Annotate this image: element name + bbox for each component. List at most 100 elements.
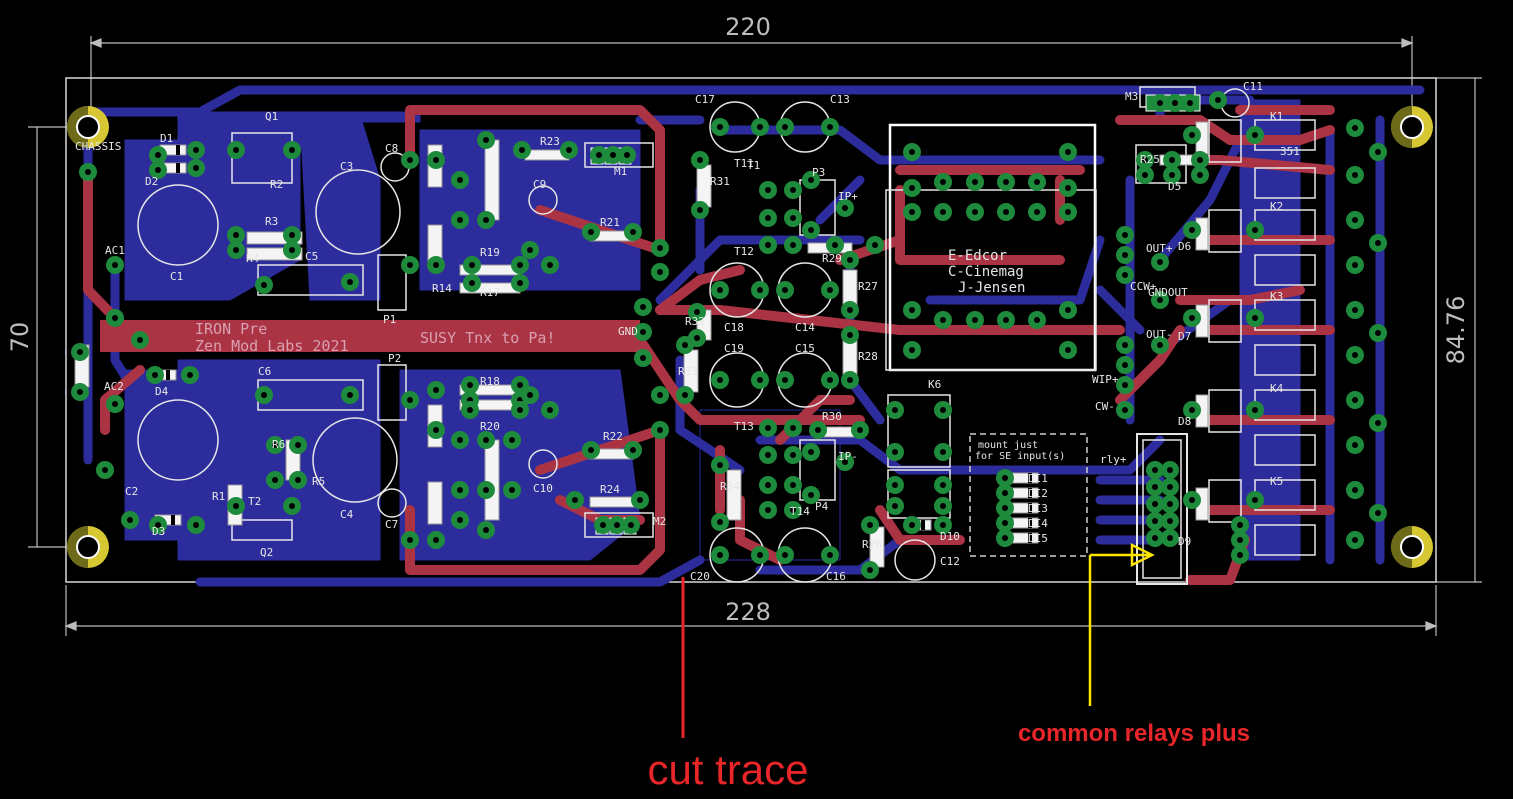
label-d3: D3 (152, 525, 165, 538)
label-c16: C16 (826, 570, 846, 583)
label-gndout: GNDOUT (1148, 286, 1188, 299)
label-t2: T2 (248, 495, 261, 508)
label-wip: WIP+ (1092, 373, 1119, 386)
label-p3: P3 (812, 166, 825, 179)
label-t11: T11 (734, 157, 754, 170)
label-q2: Q2 (260, 546, 273, 559)
label-r1: R1 (212, 490, 225, 503)
label-d6: D6 (1178, 240, 1191, 253)
label-r2: R2 (270, 178, 283, 191)
label-r28: R28 (858, 350, 878, 363)
label-c2: C2 (125, 485, 138, 498)
label-r34: R34 (720, 480, 740, 493)
label-ip: IP+ (838, 190, 858, 203)
label-di1: DI1 (1028, 472, 1048, 485)
label-t14: T14 (790, 505, 810, 518)
common-relays-plus-annotation: common relays plus (1018, 720, 1250, 747)
label-ac2: AC2 (104, 380, 124, 393)
label-c18: C18 (724, 321, 744, 334)
label-c20: C20 (690, 570, 710, 583)
label-r27: R27 (858, 280, 878, 293)
label-di3: DI3 (1028, 502, 1048, 515)
label-p4: P4 (815, 500, 829, 513)
label-r29: R29 (822, 252, 842, 265)
label-r24: R24 (600, 483, 620, 496)
label-r32: R32 (685, 315, 705, 328)
label-di5: DI5 (1028, 532, 1048, 545)
label-c11: C11 (1243, 80, 1263, 93)
label-c10: C10 (533, 482, 553, 495)
label-c19: C19 (724, 342, 744, 355)
label-m3: M3 (1125, 90, 1138, 103)
label-cw: CW- (1095, 400, 1115, 413)
label-q1: Q1 (265, 110, 278, 123)
relays-plus-arrowhead (1130, 542, 1155, 568)
label-r30: R30 (822, 410, 842, 423)
label-di4: DI4 (1028, 517, 1048, 530)
label-t1: T1 (747, 159, 760, 172)
transformer-label-edcor: E-Edcor (948, 248, 1007, 264)
label-r20: R20 (480, 420, 500, 433)
label-c12: C12 (940, 555, 960, 568)
label-k6: K6 (928, 378, 941, 391)
dimension-left: 70 (6, 322, 34, 353)
pad-group (71, 91, 1387, 579)
label-r21: R21 (600, 216, 620, 229)
label-out: OUT+ (1146, 242, 1173, 255)
label-c17: C17 (695, 93, 715, 106)
label-r5: R5 (312, 475, 325, 488)
label-c4: C4 (340, 508, 354, 521)
label-c5: C5 (305, 250, 318, 263)
silk-title-zen-mod: Zen Mod Labs 2021 (195, 337, 349, 355)
label-r19: R19 (480, 246, 500, 259)
label-t13: T13 (734, 420, 754, 433)
label-m2: M2 (653, 515, 666, 528)
label-c6: C6 (258, 365, 271, 378)
dimension-bottom: 228 (725, 598, 771, 626)
label-c7: C7 (385, 518, 398, 531)
label-d8: D8 (1178, 415, 1191, 428)
label-c8: C8 (385, 142, 398, 155)
label-d4: D4 (155, 385, 169, 398)
label-m1: M1 (614, 165, 627, 178)
mount-hole-top-right (1391, 106, 1433, 148)
label-d7: D7 (1178, 330, 1191, 343)
mount-note-line2: for SE input(s) (975, 451, 1065, 462)
label-r33: R33 (678, 365, 698, 378)
label-d2: D2 (145, 175, 158, 188)
dimension-top: 220 (725, 13, 771, 41)
component-labels: C1C2C3C4C5C6C7C8C9C10C11C12C13C14C15C16C… (75, 80, 1300, 583)
label-d10: D10 (940, 530, 960, 543)
label-di2: DI2 (1028, 487, 1048, 500)
label-ip: IP- (838, 450, 858, 463)
transformer-label-jensen: J-Jensen (958, 280, 1025, 296)
transformer-label-cinemag: C-Cinemag (948, 264, 1024, 280)
mount-hole-top-left (67, 106, 109, 148)
label-k4: K4 (1270, 382, 1284, 395)
dimension-right: 84.76 (1442, 296, 1470, 365)
label-r14: R14 (432, 282, 452, 295)
label-r3: R3 (265, 215, 278, 228)
top-copper-layer (83, 105, 1335, 585)
silkscreen-outlines (137, 86, 1316, 585)
label-k3: K3 (1270, 290, 1283, 303)
label-r17: R17 (480, 286, 500, 299)
label-p2: P2 (388, 352, 401, 365)
label-d9: D9 (1178, 535, 1191, 548)
label-c15: C15 (795, 342, 815, 355)
silk-title-iron-pre: IRON Pre (195, 320, 267, 338)
label-r18: R18 (480, 375, 500, 388)
label-r6: R6 (272, 438, 285, 451)
label-c13: C13 (830, 93, 850, 106)
label-r4: R4 (246, 252, 260, 265)
label-c9: C9 (533, 178, 546, 191)
board-outline (65, 77, 1437, 583)
label-r25: R25 (1140, 153, 1160, 166)
label-r22: R22 (603, 430, 623, 443)
label-rly: rly+ (1100, 453, 1127, 466)
label-r23: R23 (540, 135, 560, 148)
label-p1: P1 (383, 313, 396, 326)
silk-thanks: SUSY Tnx to Pa! (420, 329, 555, 347)
mount-note-line1: mount just (978, 440, 1038, 451)
